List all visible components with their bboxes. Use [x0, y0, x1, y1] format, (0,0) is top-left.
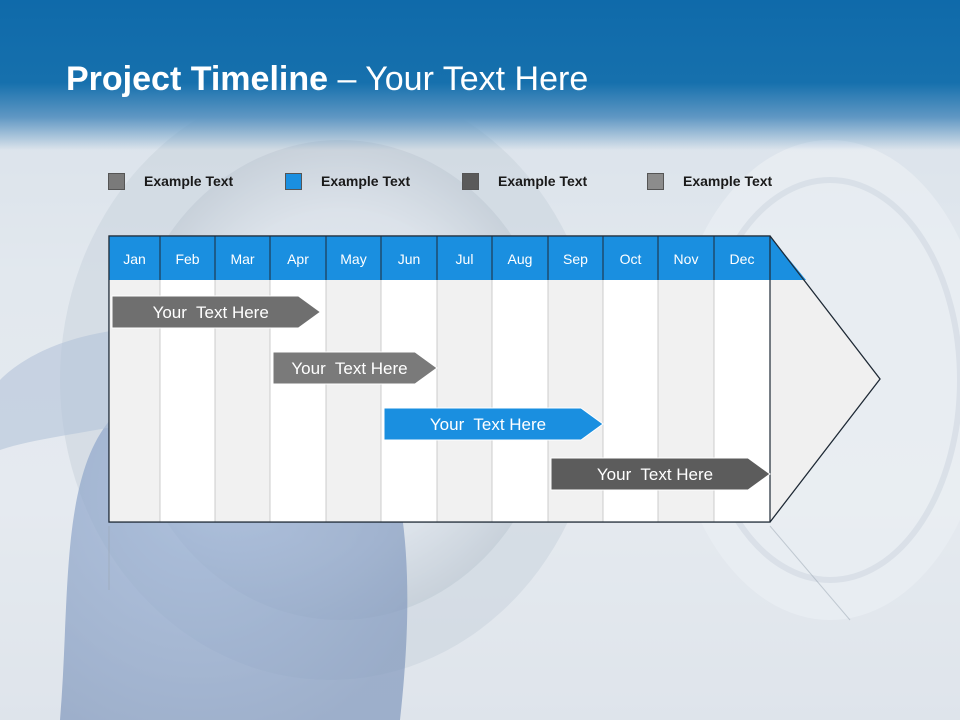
task-label-4: Your Text Here — [597, 465, 713, 484]
legend-swatch-1 — [108, 172, 125, 190]
slide-title: Project Timeline – Your Text Here — [66, 60, 588, 99]
task-label-2: Your Text Here — [291, 359, 407, 378]
arrow-outline — [769, 235, 881, 523]
month-column-7 — [437, 280, 492, 522]
month-label-11: Nov — [674, 251, 699, 267]
legend-label-2: Example Text — [321, 173, 411, 189]
task-label-1: Your Text Here — [153, 303, 269, 322]
task-arrow-2 — [272, 351, 438, 385]
legend-label-4: Example Text — [683, 173, 773, 189]
legend-item-3: Example Text — [462, 170, 587, 192]
legend-swatch-2 — [285, 172, 302, 190]
month-column-5 — [326, 280, 381, 522]
task-arrow-4 — [550, 457, 771, 491]
header-band — [0, 0, 960, 150]
month-label-10: Oct — [620, 251, 642, 267]
reflection-right — [769, 525, 851, 621]
month-label-12: Dec — [730, 251, 755, 267]
title-bold: Project Timeline — [66, 60, 329, 98]
timeline-arrow-head — [770, 236, 880, 522]
month-header-bar — [109, 236, 806, 280]
month-label-2: Feb — [175, 251, 199, 267]
month-label-3: Mar — [230, 251, 254, 267]
legend-swatch-3 — [462, 172, 479, 190]
month-label-8: Aug — [508, 251, 533, 267]
month-label-7: Jul — [456, 251, 474, 267]
month-label-1: Jan — [123, 251, 146, 267]
task-arrow-3 — [383, 407, 604, 441]
legend-swatch-4 — [647, 172, 664, 190]
legend-item-4: Example Text — [647, 170, 772, 192]
month-label-6: Jun — [398, 251, 421, 267]
timeline-frame — [108, 235, 771, 523]
legend-item-2: Example Text — [285, 170, 410, 192]
month-label-9: Sep — [563, 251, 588, 267]
month-label-5: May — [340, 251, 366, 267]
legend-label-1: Example Text — [144, 173, 234, 189]
month-label-4: Apr — [287, 251, 309, 267]
legend-label-3: Example Text — [498, 173, 588, 189]
task-label-3: Your Text Here — [430, 415, 546, 434]
task-arrow-1 — [111, 295, 322, 329]
month-column-6 — [381, 280, 437, 522]
title-rest: – Your Text Here — [328, 60, 589, 98]
legend-item-1: Example Text — [108, 170, 233, 192]
month-column-8 — [492, 280, 548, 522]
